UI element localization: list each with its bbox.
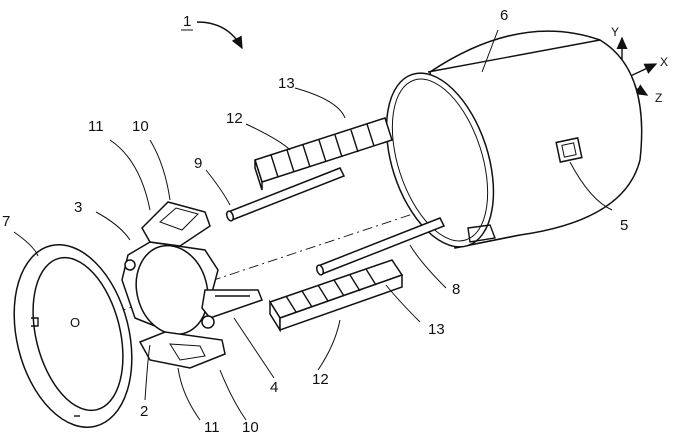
lower-magnet-assembly (268, 259, 404, 333)
lower-rod (315, 217, 446, 276)
figure-arrow (196, 21, 243, 50)
label-11-lower: 11 (204, 419, 220, 436)
label-6: 6 (500, 7, 508, 24)
cylinder-inner-rim (391, 78, 489, 242)
upper-magnet-assembly (254, 117, 393, 191)
z-axis-label: Z (655, 91, 662, 105)
cylinder-housing (385, 30, 643, 249)
end-ring (13, 244, 133, 428)
holder-pivot (201, 315, 215, 329)
sensor-window (555, 137, 583, 163)
label-12-lower: 12 (312, 371, 329, 388)
figure-number: 1 (183, 13, 191, 30)
label-10-lower: 10 (242, 419, 259, 436)
end-ring-inner (32, 256, 124, 412)
label-4: 4 (270, 379, 278, 396)
upper-rod (225, 167, 346, 222)
label-13-lower: 13 (428, 321, 445, 338)
x-axis-label: X (660, 55, 668, 69)
label-9: 9 (194, 155, 202, 172)
label-3: 3 (74, 199, 82, 216)
lower-clip (138, 331, 226, 369)
origin-label: O (70, 315, 80, 330)
y-axis-label: Y (611, 25, 619, 39)
label-13-upper: 13 (278, 75, 295, 92)
label-11-upper: 11 (88, 118, 104, 135)
label-5: 5 (620, 217, 628, 234)
leader-lines (13, 29, 613, 421)
label-7: 7 (2, 213, 10, 230)
label-10-upper: 10 (132, 118, 149, 135)
holder-hole (124, 259, 136, 271)
reference-numerals: 6 5 13 12 9 11 10 3 7 2 11 10 4 12 13 8 (2, 7, 628, 436)
holder-arm (201, 289, 263, 319)
label-12-upper: 12 (226, 110, 243, 127)
upper-clip (141, 201, 211, 247)
cylinder-tab (467, 224, 496, 243)
label-2: 2 (140, 403, 148, 420)
holder-body (121, 241, 263, 336)
label-8: 8 (452, 281, 460, 298)
